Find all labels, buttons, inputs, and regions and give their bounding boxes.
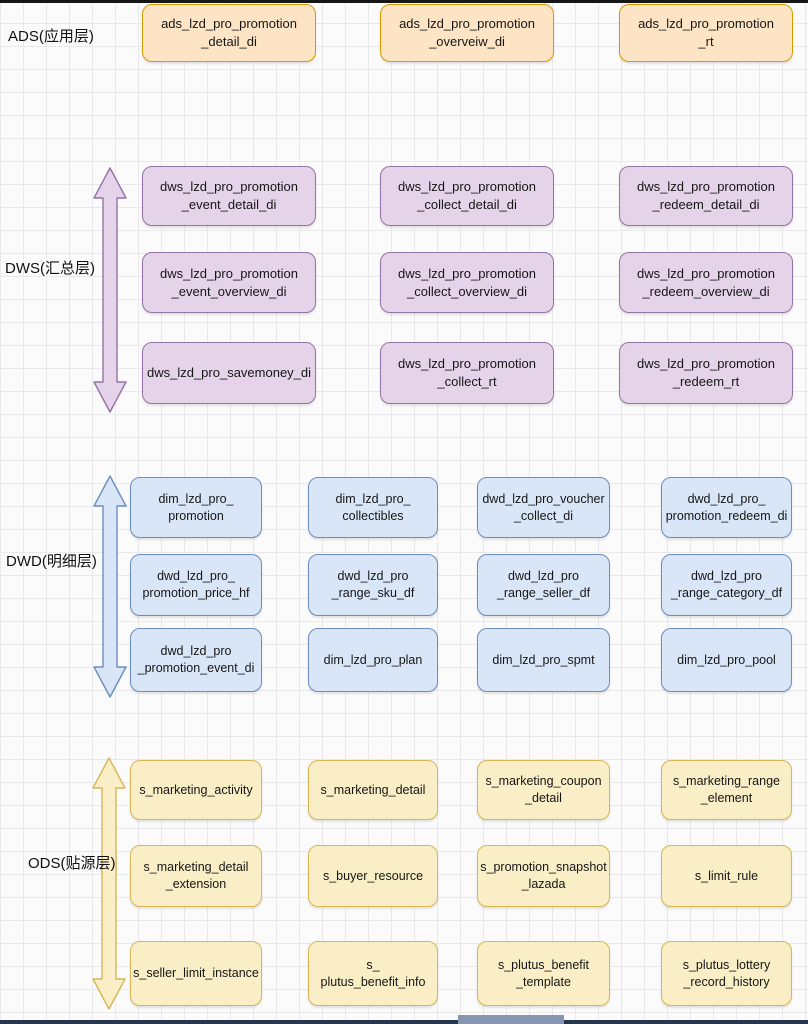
layer-label-dws: DWS(汇总层) xyxy=(5,260,95,277)
dwd-table-node[interactable]: dim_lzd_pro_ promotion xyxy=(130,477,262,538)
ods-table-node[interactable]: s_ plutus_benefit_info xyxy=(308,941,438,1006)
screen-edge-top xyxy=(0,0,808,3)
dws-up-down-arrow-icon xyxy=(93,167,127,413)
dwd-table-node[interactable]: dwd_lzd_pro _range_seller_df xyxy=(477,554,610,616)
dwd-table-node[interactable]: dwd_lzd_pro _promotion_event_di xyxy=(130,628,262,692)
dwd-table-node[interactable]: dim_lzd_pro_spmt xyxy=(477,628,610,692)
layer-label-ads: ADS(应用层) xyxy=(8,28,94,45)
ods-table-node[interactable]: s_limit_rule xyxy=(661,845,792,907)
dws-table-node[interactable]: dws_lzd_pro_promotion _collect_detail_di xyxy=(380,166,554,226)
dws-table-node[interactable]: dws_lzd_pro_promotion _redeem_rt xyxy=(619,342,793,404)
screen-edge-bottom-accent xyxy=(458,1015,564,1024)
ads-table-node[interactable]: ads_lzd_pro_promotion _overveiw_di xyxy=(380,4,554,62)
ods-table-node[interactable]: s_marketing_detail _extension xyxy=(130,845,262,907)
ods-table-node[interactable]: s_marketing_activity xyxy=(130,760,262,820)
ads-table-node[interactable]: ads_lzd_pro_promotion _detail_di xyxy=(142,4,316,62)
dwd-table-node[interactable]: dim_lzd_pro_pool xyxy=(661,628,792,692)
dws-table-node[interactable]: dws_lzd_pro_promotion _event_overview_di xyxy=(142,252,316,313)
ods-table-node[interactable]: s_buyer_resource xyxy=(308,845,438,907)
ods-table-node[interactable]: s_plutus_benefit _template xyxy=(477,941,610,1006)
ods-table-node[interactable]: s_promotion_snapshot _lazada xyxy=(477,845,610,907)
dwd-table-node[interactable]: dim_lzd_pro_ collectibles xyxy=(308,477,438,538)
layer-label-dwd: DWD(明细层) xyxy=(6,553,97,570)
ods-table-node[interactable]: s_seller_limit_instance xyxy=(130,941,262,1006)
dws-table-node[interactable]: dws_lzd_pro_promotion _redeem_detail_di xyxy=(619,166,793,226)
ods-up-down-arrow-icon xyxy=(92,757,126,1010)
dwd-table-node[interactable]: dwd_lzd_pro_ promotion_redeem_di xyxy=(661,477,792,538)
dws-table-node[interactable]: dws_lzd_pro_promotion _collect_overview_… xyxy=(380,252,554,313)
dwd-table-node[interactable]: dwd_lzd_pro_voucher _collect_di xyxy=(477,477,610,538)
screen-edge-bottom xyxy=(0,1020,808,1024)
dwd-up-down-arrow-icon xyxy=(93,475,127,698)
dws-table-node[interactable]: dws_lzd_pro_promotion _collect_rt xyxy=(380,342,554,404)
dws-table-node[interactable]: dws_lzd_pro_promotion _event_detail_di xyxy=(142,166,316,226)
dws-table-node[interactable]: dws_lzd_pro_savemoney_di xyxy=(142,342,316,404)
ads-table-node[interactable]: ads_lzd_pro_promotion _rt xyxy=(619,4,793,62)
dwd-table-node[interactable]: dwd_lzd_pro_ promotion_price_hf xyxy=(130,554,262,616)
ods-table-node[interactable]: s_marketing_coupon _detail xyxy=(477,760,610,820)
dws-table-node[interactable]: dws_lzd_pro_promotion _redeem_overview_d… xyxy=(619,252,793,313)
dwd-table-node[interactable]: dwd_lzd_pro _range_sku_df xyxy=(308,554,438,616)
dwd-table-node[interactable]: dwd_lzd_pro _range_category_df xyxy=(661,554,792,616)
ods-table-node[interactable]: s_marketing_range _element xyxy=(661,760,792,820)
ods-table-node[interactable]: s_plutus_lottery _record_history xyxy=(661,941,792,1006)
layer-label-ods: ODS(贴源层) xyxy=(28,855,116,872)
dwd-table-node[interactable]: dim_lzd_pro_plan xyxy=(308,628,438,692)
ods-table-node[interactable]: s_marketing_detail xyxy=(308,760,438,820)
